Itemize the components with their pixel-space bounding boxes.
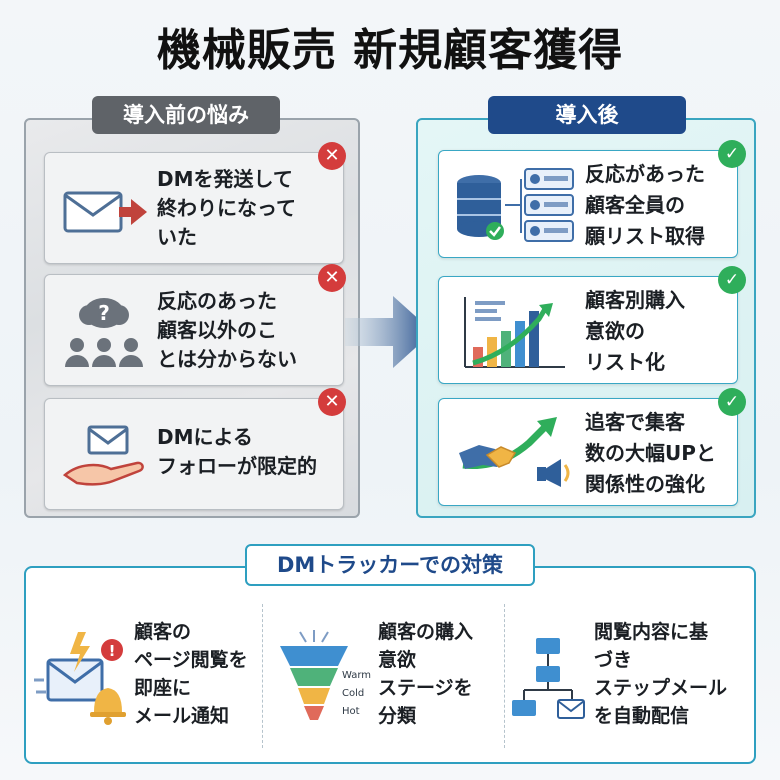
funnel-label-warm: Warm [342, 670, 371, 681]
solution-item-2-line: 意欲 [378, 649, 417, 671]
before-label: 導入前の悩み [92, 96, 280, 134]
before-item-2-line: 反応のあった [157, 289, 277, 313]
solution-item-2-line: ステージを [378, 677, 473, 699]
before-item-1-line: いた [157, 225, 197, 249]
x-mark-icon: ✕ [318, 142, 346, 170]
after-item-3-line: 追客で集客 [585, 410, 685, 434]
after-item-3-line: 数の大幅UPと [585, 441, 716, 465]
funnel-icon: Warm Cold Hot [280, 630, 371, 720]
svg-text:?: ? [98, 301, 110, 325]
solution-item-1-line: ページ閲覧を [134, 649, 248, 671]
after-item-3-line: 関係性の強化 [585, 472, 705, 496]
after-item-1-line: 願リスト取得 [585, 224, 705, 248]
after-item-2-line: リスト化 [585, 350, 665, 374]
after-item-1: 反応があった 顧客全員の 願リスト取得 [438, 150, 738, 258]
before-item-1: DMを発送して 終わりになって いた [44, 152, 344, 264]
flowchart-mail-icon [512, 638, 585, 719]
after-item-3: 追客で集客 数の大幅UPと 関係性の強化 [438, 398, 738, 506]
divider [504, 604, 505, 748]
bar-chart-icon [464, 297, 565, 368]
question-group-icon: ? [65, 298, 143, 367]
solution-item-3-line: 閲覧内容に基 [594, 621, 709, 643]
solution-item-3-line: づき [594, 649, 633, 671]
solution-label: DMトラッカーでの対策 [245, 544, 535, 586]
solution-item-3-line: ステップメール [594, 677, 728, 699]
after-item-1-line: 反応があった [585, 162, 705, 186]
before-item-1-line: 終わりになって [157, 196, 296, 220]
solution-item-1-line: 即座に [134, 677, 192, 699]
divider [262, 604, 263, 748]
solution-item-1-line: 顧客の [134, 621, 192, 643]
check-mark-icon: ✓ [718, 140, 746, 168]
solution-item-3-line: を自動配信 [594, 705, 690, 727]
before-item-2-line: とは分からない [157, 347, 297, 371]
after-item-1-line: 顧客全員の [585, 193, 685, 217]
funnel-label-cold: Cold [342, 688, 364, 699]
check-mark-icon: ✓ [718, 266, 746, 294]
after-item-2-line: 意欲の [585, 319, 645, 343]
before-item-1-line: DMを発送して [157, 167, 293, 191]
svg-text:!: ! [109, 642, 116, 660]
before-item-2-line: 顧客以外のこ [157, 318, 277, 342]
database-list-icon [457, 168, 574, 242]
solution-item-2: Warm Cold Hot 顧客の購入 意欲 ステージを 分類 [268, 600, 500, 750]
after-item-2-line: 顧客別購入 [585, 288, 685, 312]
solution-panel [24, 566, 756, 764]
before-item-3-line: フォローが限定的 [157, 454, 317, 478]
check-mark-icon: ✓ [718, 388, 746, 416]
transition-arrow-icon [345, 296, 433, 368]
solution-item-1-line: メール通知 [134, 705, 230, 727]
funnel-label-hot: Hot [342, 706, 360, 717]
x-mark-icon: ✕ [318, 264, 346, 292]
solution-item-2-line: 顧客の購入 [378, 621, 474, 643]
after-item-2: 顧客別購入 意欲の リスト化 [438, 276, 738, 384]
solution-item-2-line: 分類 [378, 705, 417, 727]
solution-item-3: 閲覧内容に基 づき ステップメール を自動配信 [510, 600, 750, 750]
after-label: 導入後 [488, 96, 686, 134]
hand-envelope-icon [62, 425, 144, 486]
mail-alert-bell-icon: ! [34, 632, 126, 725]
page-title: 機械販売 新規顧客獲得 [156, 25, 624, 76]
envelope-send-icon [63, 191, 147, 233]
before-item-3: DMによる フォローが限定的 [44, 398, 344, 510]
solution-item-1: ! 顧客の ページ閲覧を 即座に メール通知 [34, 600, 262, 750]
x-mark-icon: ✕ [318, 388, 346, 416]
before-item-2: ? 反応のあった 顧客以外のこ とは分からない [44, 274, 344, 386]
handshake-growth-icon [459, 417, 570, 487]
before-item-3-line: DMによる [157, 425, 253, 449]
